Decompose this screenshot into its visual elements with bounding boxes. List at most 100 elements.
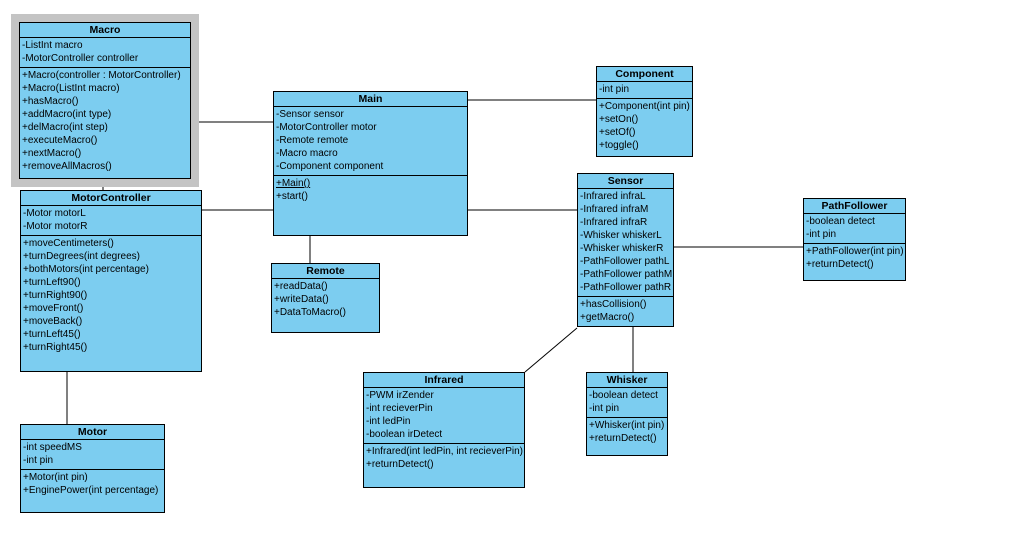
attribute-row: -boolean irDetect [366,429,443,440]
class-name-pathfollower: PathFollower [804,199,905,214]
attribute-row: -MotorController motor [276,122,377,133]
attribute-row: -int recieverPin [366,403,433,414]
method-row: +turnRight90() [23,290,88,301]
method-row: +addMacro(int type) [22,109,112,120]
class-name-remote: Remote [272,264,379,279]
attributes-compartment-sensor: -Infrared infraL -Infrared infraM -Infrare… [578,189,673,297]
method-row: +turnRight45() [23,342,88,353]
attribute-row: -int pin [806,229,837,240]
attribute-row: -Component component [276,161,384,172]
class-box-infrared[interactable]: Infrared -PWM irZender -int recieverPin -in… [363,372,525,488]
attribute-row: -Whisker whiskerR [580,243,664,254]
class-box-motorcontroller[interactable]: MotorController-Motor motorL-Motor motor… [20,190,202,372]
class-box-pathfollower[interactable]: PathFollower-boolean detect-int pin+Path… [803,198,906,281]
method-row: +Motor(int pin) [23,472,88,483]
method-row: +EnginePower(int percentage) [23,485,159,496]
method-row: +Component(int pin) [599,101,690,112]
class-name-main: Main [274,92,467,107]
method-row: +moveCentimeters() [23,238,114,249]
attributes-compartment-pathfollower: -boolean detect-int pin [804,214,905,244]
method-row: +setOf() [599,127,636,138]
attribute-row: -Remote remote [276,135,349,146]
methods-compartment-component: +Component(int pin) +setOn() +setOf() +togg… [597,99,692,156]
method-row: +turnLeft90() [23,277,81,288]
method-row: +writeData() [274,294,329,305]
class-box-main[interactable]: Main -Sensor sensor -MotorController motor… [273,91,468,236]
method-row: +removeAllMacros() [22,161,112,172]
class-box-remote[interactable]: Remote +readData() +writeData() +DataToMacr… [271,263,380,333]
attribute-row: -Motor motorR [23,221,88,232]
method-row: +Infrared(int ledPin, int recieverPin) [366,446,524,457]
method-row: +readData() [274,281,328,292]
attribute-row: -int ledPin [366,416,411,427]
attributes-compartment-whisker: -boolean detect -int pin [587,388,667,418]
method-row: +nextMacro() [22,148,82,159]
method-row: +returnDetect() [366,459,434,470]
class-name-component: Component [597,67,692,82]
class-box-sensor[interactable]: Sensor-Infrared infraL-Infrared infraM-I… [577,173,674,327]
class-box-motor[interactable]: Motor -int speedMS -int pin +Motor(int pin)… [20,424,165,513]
attribute-row: -MotorController controller [22,53,139,64]
method-row: +Whisker(int pin) [589,420,665,431]
attribute-row: -Sensor sensor [276,109,344,120]
method-row: +hasMacro() [22,96,79,107]
attribute-row: -PathFollower pathM [580,269,673,280]
methods-compartment-whisker: +Whisker(int pin) +returnDetect() [587,418,667,455]
class-name-whisker: Whisker [587,373,667,388]
methods-compartment-pathfollower: +PathFollower(int pin) +returnDetect() [804,244,905,280]
method-row: +executeMacro() [22,135,98,146]
attributes-compartment-motor: -int speedMS -int pin [21,440,164,470]
methods-compartment-motor: +Motor(int pin) +EnginePower(int percenta… [21,470,164,512]
attribute-row: -int speedMS [23,442,82,453]
attribute-row: -int pin [599,84,630,95]
attribute-row: -int pin [23,455,54,466]
attribute-row: -PathFollower pathR [580,282,672,293]
method-row: +DataToMacro() [274,307,346,318]
methods-compartment-macro: +Macro(controller : MotorController)+Mac… [20,68,190,178]
method-row: +moveFront() [23,303,84,314]
class-name-motor: Motor [21,425,164,440]
class-name-sensor: Sensor [578,174,673,189]
attributes-compartment-motorcontroller: -Motor motorL -Motor motorR [21,206,201,236]
method-row: +PathFollower(int pin) [806,246,904,257]
methods-compartment-motorcontroller: +moveCentimeters()+turnDegrees(int degre… [21,236,201,371]
attribute-row: -ListInt macro [22,40,83,51]
attributes-compartment-infrared: -PWM irZender -int recieverPin -int ledPin… [364,388,524,444]
attribute-row: -int pin [589,403,620,414]
attributes-compartment-component: -int pin [597,82,692,99]
class-box-macro[interactable]: Macro -ListInt macro -MotorController cont… [11,14,199,187]
methods-compartment-main: +Main() +start() [274,176,467,235]
connector-sensor-infrared[interactable] [524,327,578,373]
method-row: +toggle() [599,140,639,151]
attribute-row: -PWM irZender [366,390,434,401]
attribute-row: -Motor motorL [23,208,86,219]
method-row: +turnLeft45() [23,329,81,340]
attribute-row: -Infrared infraR [580,217,648,228]
attributes-compartment-main: -Sensor sensor -MotorController motor -Rem… [274,107,467,176]
attribute-row: -Whisker whiskerL [580,230,662,241]
attribute-row: -PathFollower pathL [580,256,670,267]
class-name-macro: Macro [20,23,190,38]
method-row: +start() [276,191,308,202]
method-row: +getMacro() [580,312,635,323]
class-box-component[interactable]: Component -int pin +Component(int pin) +set… [596,66,693,157]
methods-compartment-infrared: +Infrared(int ledPin, int recieverPin) +r… [364,444,524,487]
method-row: +moveBack() [23,316,83,327]
method-row: +setOn() [599,114,639,125]
method-row: +Macro(controller : MotorController) [22,70,181,81]
method-row: +returnDetect() [589,433,657,444]
attribute-row: -boolean detect [589,390,658,401]
method-row: +Main() [276,178,311,189]
method-row: +bothMotors(int percentage) [23,264,149,275]
attribute-row: -Infrared infraM [580,204,649,215]
attributes-compartment-macro: -ListInt macro -MotorController controlle… [20,38,190,68]
attribute-row: -Infrared infraL [580,191,646,202]
method-row: +hasCollision() [580,299,647,310]
method-row: +delMacro(int step) [22,122,108,133]
method-row: +returnDetect() [806,259,874,270]
methods-compartment-remote: +readData() +writeData() +DataToMacro() [272,279,379,332]
class-box-whisker[interactable]: Whisker -boolean detect -int pin +Whisker(i… [586,372,668,456]
class-name-infrared: Infrared [364,373,524,388]
